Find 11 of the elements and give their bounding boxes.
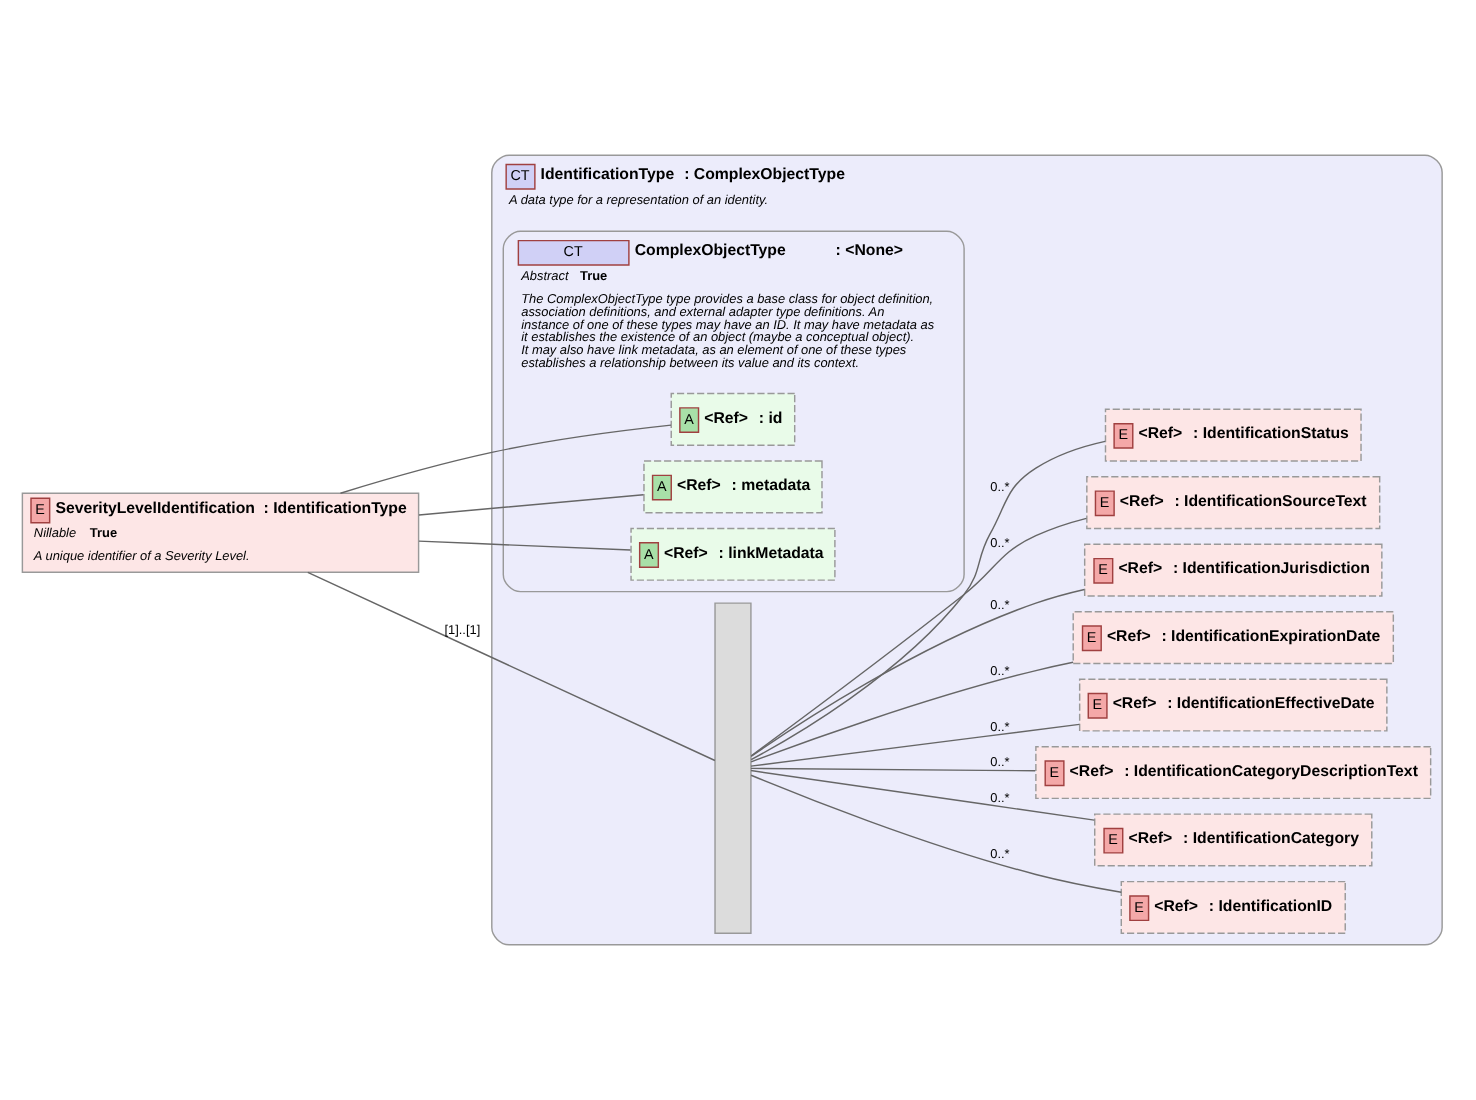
connector [307, 571, 716, 762]
connector [750, 661, 1074, 763]
connector [750, 723, 1081, 767]
connector [750, 517, 1088, 757]
connector [750, 767, 1036, 772]
connector [418, 540, 632, 551]
connector [750, 769, 1095, 821]
node-bar [714, 602, 752, 934]
connector [750, 588, 1086, 758]
connector [418, 494, 645, 516]
connector [339, 424, 672, 494]
